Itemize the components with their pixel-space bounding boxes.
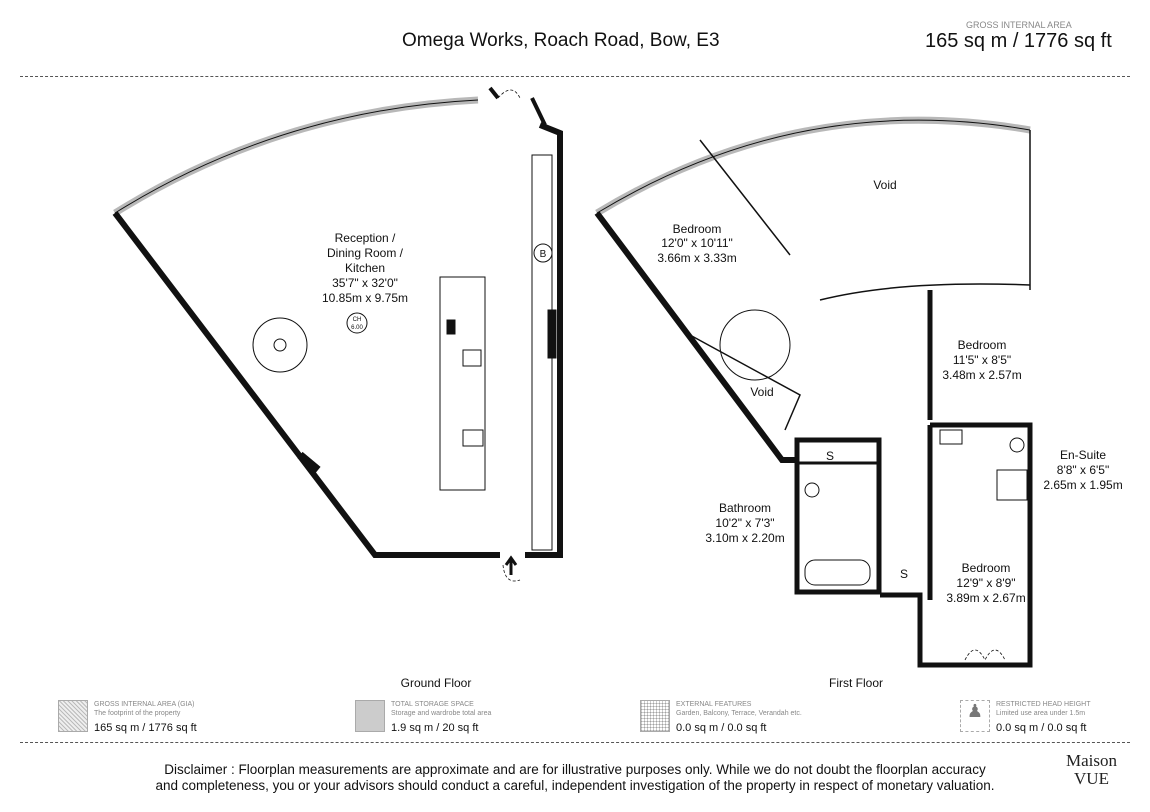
shower-icon [996, 469, 1028, 501]
gia-swatch [58, 700, 88, 732]
svg-text:3.66m x 3.33m: 3.66m x 3.33m [657, 251, 736, 265]
hob-icon [462, 429, 484, 447]
svg-text:Kitchen: Kitchen [345, 261, 385, 275]
room-name: Reception / [335, 231, 396, 245]
svg-text:S: S [900, 567, 908, 581]
legend-gia: GROSS INTERNAL AREA (GIA)The footprint o… [58, 700, 197, 734]
svg-text:2.65m x 1.95m: 2.65m x 1.95m [1043, 478, 1122, 492]
spiral-stair [252, 317, 308, 373]
sink-icon [462, 349, 482, 367]
entry-door [497, 89, 521, 99]
svg-text:Bedroom: Bedroom [962, 561, 1011, 575]
svg-text:12'9" x 8'9": 12'9" x 8'9" [956, 576, 1015, 590]
room-labels: Reception / Dining Room / Kitchen 35'7" … [322, 178, 1123, 690]
ground-wall-right [525, 122, 563, 558]
svg-text:10.85m x 9.75m: 10.85m x 9.75m [322, 291, 408, 305]
storage-swatch [355, 700, 385, 732]
kitchen-island [439, 276, 486, 491]
svg-text:Void: Void [873, 178, 896, 192]
toilet-icon [804, 482, 820, 498]
external-swatch [640, 700, 670, 732]
svg-text:3.89m x 2.67m: 3.89m x 2.67m [946, 591, 1025, 605]
boiler-icon [533, 243, 553, 263]
property-address: Omega Works, Roach Road, Bow, E3 [402, 30, 720, 51]
svg-text:10'2" x 7'3": 10'2" x 7'3" [715, 516, 774, 530]
entrance-arrow-icon [504, 555, 518, 575]
ground-floor-plan [112, 86, 563, 582]
svg-text:6.00: 6.00 [351, 325, 363, 331]
divider-bottom [20, 742, 1130, 743]
gia-label: GROSS INTERNAL AREA [966, 20, 1072, 30]
svg-text:Bathroom: Bathroom [719, 501, 771, 515]
svg-text:S: S [826, 449, 834, 463]
svg-text:3.10m x 2.20m: 3.10m x 2.20m [705, 531, 784, 545]
gia-value: 165 sq m / 1776 sq ft [925, 30, 1112, 52]
bath-icon [804, 559, 871, 586]
svg-text:11'5" x 8'5": 11'5" x 8'5" [953, 353, 1011, 367]
disclaimer: Disclaimer : Floorplan measurements are … [155, 762, 995, 793]
svg-text:Dining Room /: Dining Room / [327, 246, 404, 260]
ground-wall-left [112, 211, 500, 558]
person-icon: ♟ [960, 700, 990, 732]
svg-text:Bedroom: Bedroom [673, 222, 722, 236]
svg-text:35'7" x 32'0": 35'7" x 32'0" [332, 276, 398, 290]
ground-floor-label: Ground Floor [401, 676, 472, 690]
first-floor-plan [594, 116, 1033, 668]
maison-vue-logo: Maison VUE [1066, 751, 1117, 788]
divider-top [20, 76, 1130, 77]
floorplan-drawing: Reception / Dining Room / Kitchen 35'7" … [112, 86, 1123, 690]
first-floor-label: First Floor [829, 676, 883, 690]
svg-text:En-Suite: En-Suite [1060, 448, 1106, 462]
svg-text:12'0" x 10'11": 12'0" x 10'11" [661, 236, 733, 250]
svg-text:Void: Void [750, 385, 773, 399]
ch-icon [346, 312, 368, 334]
curved-window-wall [113, 96, 479, 216]
svg-text:Bedroom: Bedroom [958, 338, 1007, 352]
svg-text:3.48m x 2.57m: 3.48m x 2.57m [942, 368, 1021, 382]
svg-text:CH: CH [353, 317, 362, 323]
svg-text:8'8" x 6'5": 8'8" x 6'5" [1057, 463, 1109, 477]
svg-text:B: B [540, 249, 547, 260]
